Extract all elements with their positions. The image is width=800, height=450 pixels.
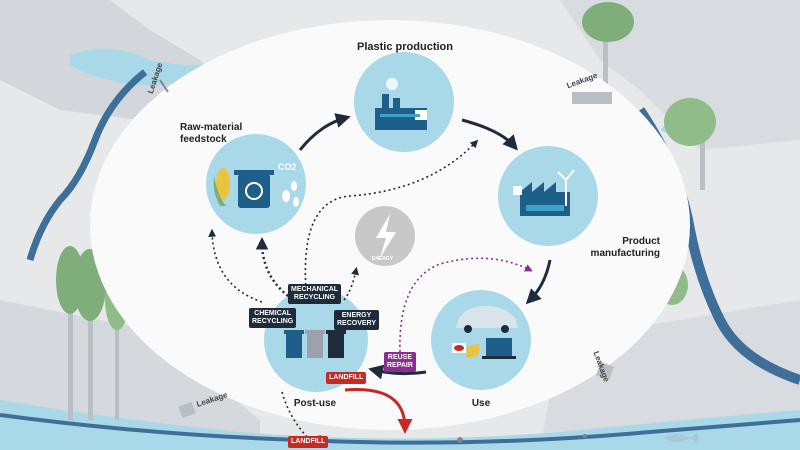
label-use: Use xyxy=(471,398,491,409)
food-icon xyxy=(452,343,480,358)
lightning-icon xyxy=(376,214,396,258)
energy-label: ENERGY xyxy=(372,256,394,262)
factory-icon xyxy=(375,78,427,130)
car-icon xyxy=(456,306,518,333)
tag-reuse-repair: REUSE REPAIR xyxy=(384,352,416,372)
fish-icon xyxy=(664,432,698,444)
recycle-icon xyxy=(513,186,522,195)
bin-icon xyxy=(234,170,274,208)
product-factory-icon xyxy=(520,182,570,216)
arrow-reuse-repair xyxy=(399,257,533,353)
sea-current xyxy=(0,413,800,445)
circle-use xyxy=(431,290,531,390)
laptop-icon xyxy=(482,338,516,359)
lake-top-left xyxy=(70,48,220,86)
leakage-block-right xyxy=(596,362,614,380)
tag-chemical-recycling: CHEMICAL RECYCLING xyxy=(249,308,297,328)
co2-label: CO2 xyxy=(278,162,297,172)
tag-landfill: LANDFILL xyxy=(326,372,367,384)
debris-3 xyxy=(583,434,587,438)
wind-turbine-icon xyxy=(557,169,575,206)
bottle-icon xyxy=(282,181,299,207)
arrow-manufacturing-to-use xyxy=(525,259,552,305)
label-product-manufacturing: Product manufacturing xyxy=(590,236,660,259)
circle-plastic-production xyxy=(354,52,454,152)
leakage-block-top-right xyxy=(572,92,612,104)
leakage-block-bottom-left xyxy=(178,401,196,419)
arrow-chemical-recycling xyxy=(208,228,263,303)
tag-landfill-bottom: LANDFILL xyxy=(288,436,329,448)
arrow-feedstock-to-production xyxy=(298,113,351,151)
arrow-mechanical-to-feedstock xyxy=(255,237,289,297)
arrow-mechanical-to-production xyxy=(304,139,479,291)
arrow-production-to-manufacturing xyxy=(461,118,518,151)
label-raw-material-feedstock: Raw-material feedstock xyxy=(180,122,243,145)
tag-energy-recovery: ENERGY RECOVERY xyxy=(334,310,380,330)
tag-mechanical-recycling: MECHANICAL RECYCLING xyxy=(288,284,342,304)
waste-bins-icon xyxy=(284,330,346,358)
arrow-use-to-post-use xyxy=(368,364,427,380)
label-post-use: Post-use xyxy=(293,398,337,409)
debris-2 xyxy=(457,437,463,443)
label-plastic-production: Plastic production xyxy=(357,41,453,53)
trees-left xyxy=(56,246,129,420)
corn-icon xyxy=(213,168,230,206)
river-left xyxy=(26,69,148,261)
arrow-landfill xyxy=(344,387,413,434)
leakage-arrow-top-left xyxy=(159,79,169,93)
